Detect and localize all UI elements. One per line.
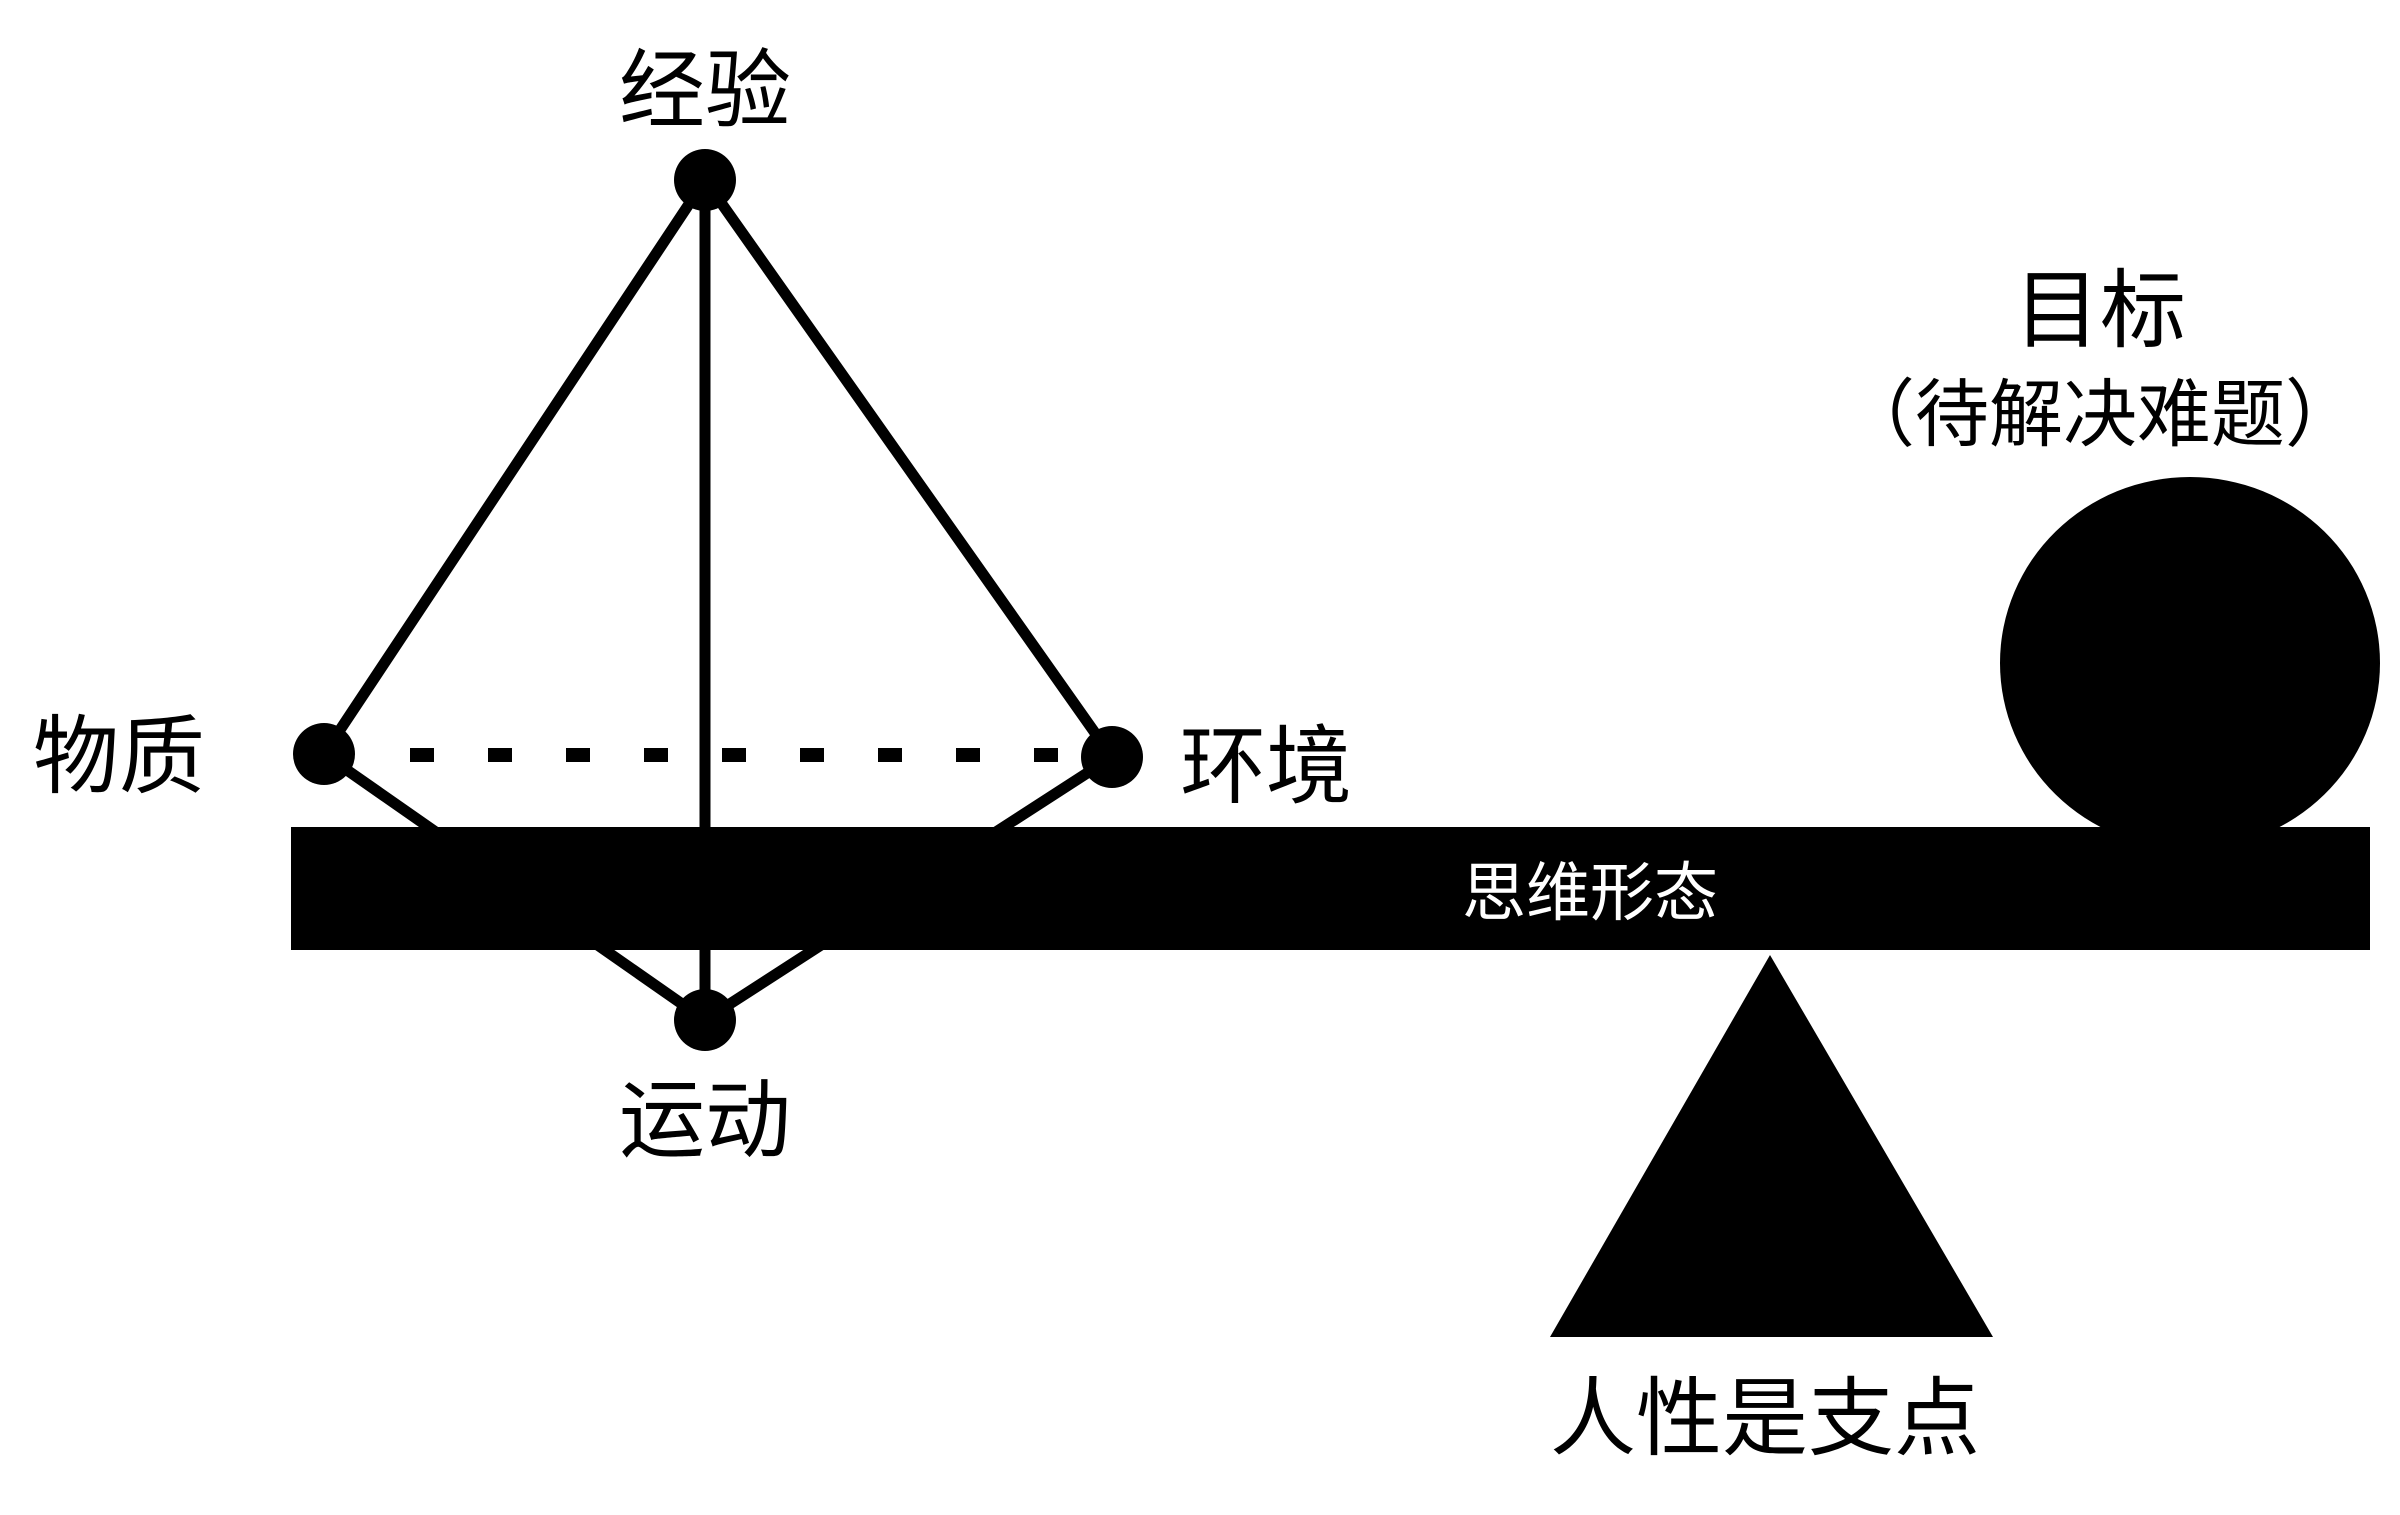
node-right-label: 环境	[1180, 717, 1352, 817]
edge-top-right	[699, 174, 1118, 763]
node-bottom-dot	[674, 989, 736, 1051]
node-bottom-label: 运动	[619, 1071, 791, 1171]
node-left-label: 物质	[33, 707, 205, 807]
goal-subtitle: （待解决难题）	[1841, 372, 2359, 458]
edge-right-bottom	[699, 751, 1118, 1026]
edge-left-bottom	[318, 748, 711, 1026]
edge-top-left	[318, 174, 711, 760]
goal-title: 目标	[2014, 261, 2186, 361]
beam-label: 思维形态	[1462, 857, 1718, 931]
fulcrum-label: 人性是支点	[1550, 1369, 1980, 1469]
node-top-label: 经验	[619, 41, 791, 141]
fulcrum-triangle	[1550, 955, 1993, 1337]
node-left-dot	[293, 723, 355, 785]
lever-beam	[291, 827, 2370, 950]
node-top-dot	[674, 149, 736, 211]
tetrahedron-edges	[318, 174, 1118, 1026]
goal-ball	[2000, 477, 2380, 849]
node-right-dot	[1081, 726, 1143, 788]
